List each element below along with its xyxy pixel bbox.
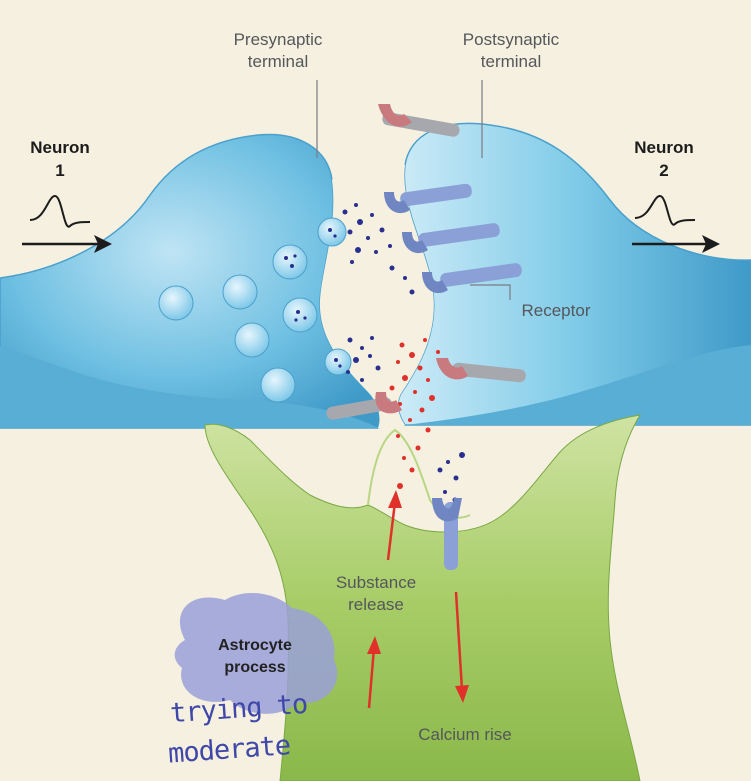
astrocyte-process-line2: process [224,659,286,676]
vesicle-icon [234,322,270,358]
action-potential-icon [29,194,91,228]
vesicle-icon [272,244,308,280]
receptor-icon [436,358,526,383]
vesicle-icon [260,367,296,403]
postsynaptic-label-line1: Postsynaptic [462,30,560,49]
receptor-icon [422,263,522,294]
receptor-icon [384,183,472,214]
leader-lines [316,80,511,300]
neuron-2-label-line1: Neuron [634,138,694,157]
presynaptic-label-line2: terminal [247,52,309,71]
neuron-2-label: Neuron 2 [624,136,704,182]
neuron-2-label-line2: 2 [659,161,669,180]
substance-dots [389,338,440,489]
substance-release-line2: release [348,595,404,614]
vesicle-icon [282,297,318,333]
arrow-icon [367,636,381,709]
presynaptic-axon-bottom [0,346,378,428]
neurotransmitter-dots [342,203,465,503]
vesicle-contents [284,228,342,368]
vesicle-icon [222,274,258,310]
arrow-icon [22,235,112,253]
arrow-icon [454,591,469,703]
postsynaptic-label: Postsynaptic terminal [436,29,586,73]
receptor-icon [432,498,462,570]
substance-release-label: Substance release [314,572,438,616]
calcium-rise-label: Calcium rise [418,725,512,744]
highlight-blob [174,593,338,714]
arrow-icon [386,490,402,561]
astrocyte-process-label: Astrocyte process [190,635,320,679]
postsynaptic-label-line2: terminal [480,52,542,71]
substance-release-line1: Substance [335,573,417,592]
neuron-1-label-line1: Neuron [30,138,90,157]
presynaptic-label-line1: Presynaptic [233,30,323,49]
action-potential-icon [634,194,696,226]
receptor-icon [378,104,460,137]
receptor-label: Receptor [521,301,591,320]
vesicle-icon [158,285,194,321]
postsynaptic-dendrite-bottom [405,345,751,425]
astrocyte-process-line1: Astrocyte [218,637,292,654]
receptor-icon [326,392,402,420]
vesicle-icon [317,217,347,247]
neuron-1-label-line2: 1 [55,161,65,180]
neuron-1-label: Neuron 1 [20,136,100,182]
arrow-icon [632,235,720,253]
vesicle-icon [324,348,352,376]
presynaptic-label: Presynaptic terminal [208,29,348,73]
receptor-icon [402,223,500,254]
